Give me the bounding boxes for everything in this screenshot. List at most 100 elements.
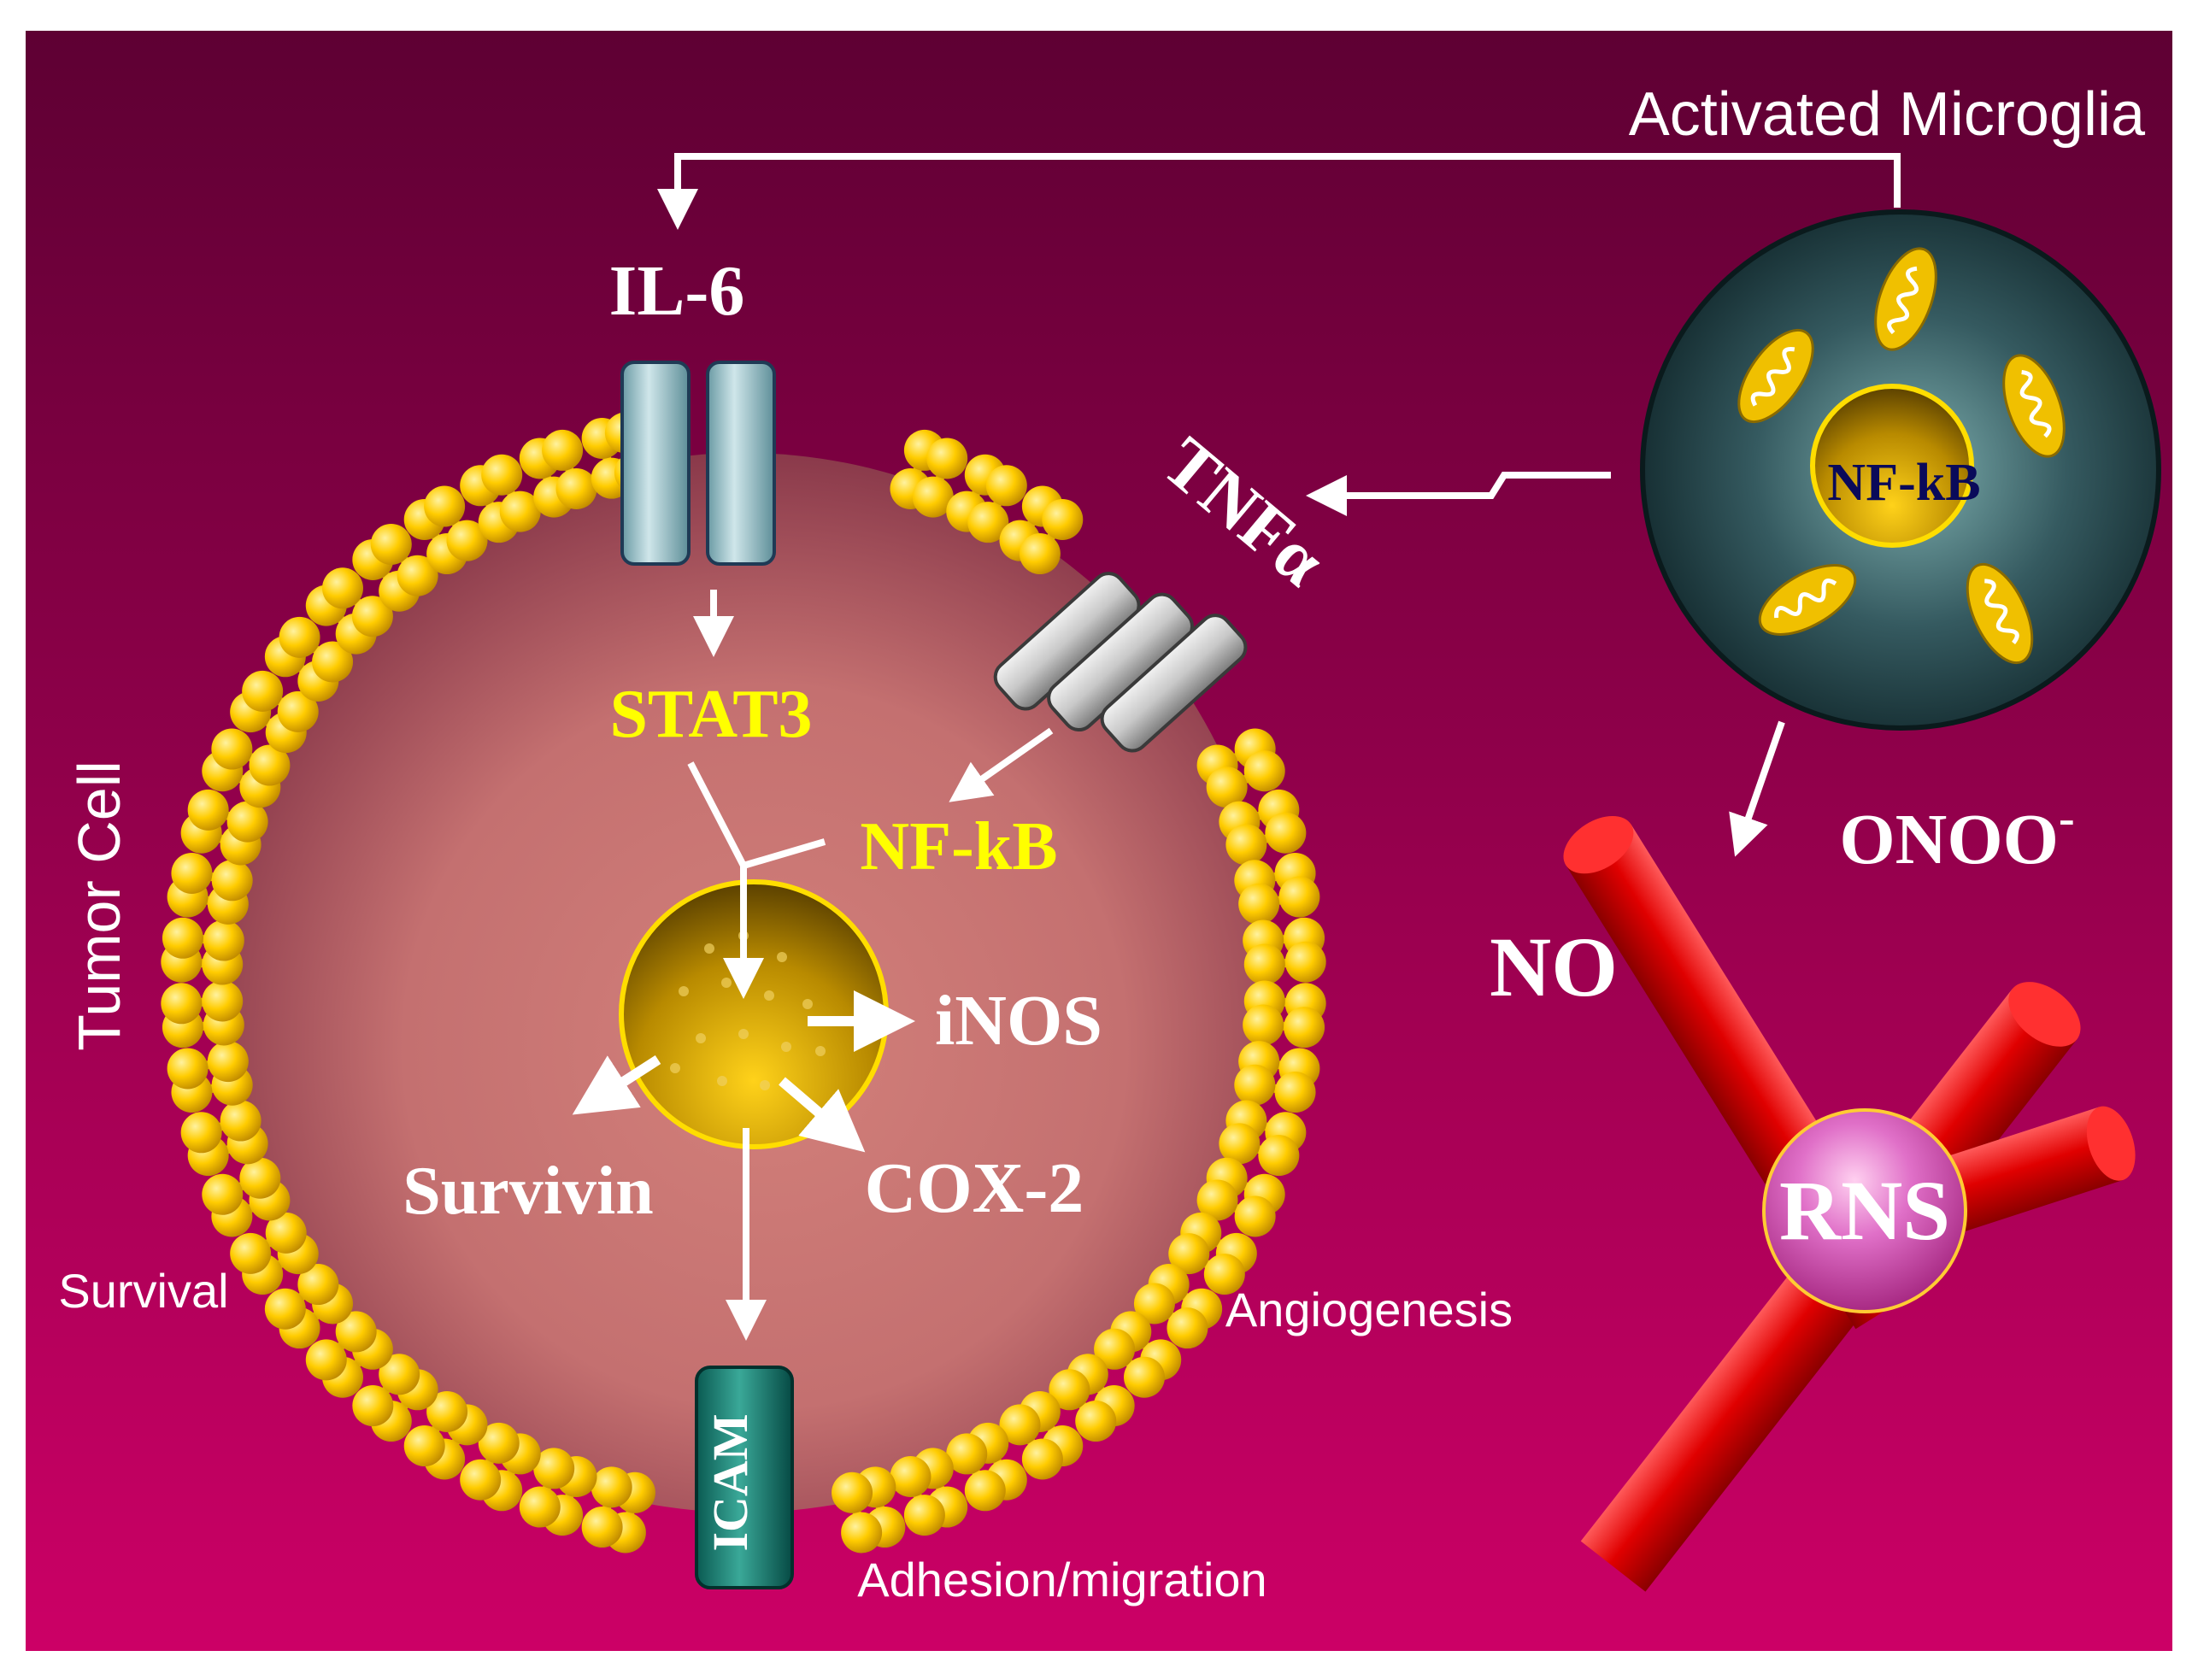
lipid-head <box>1021 1438 1063 1480</box>
lipid-head <box>207 1041 249 1083</box>
lipid-head <box>202 1173 244 1215</box>
lipid-head <box>1019 533 1061 575</box>
microglia-to-no-arrow <box>1729 720 1785 857</box>
lipid-head <box>211 728 253 770</box>
il6-label: IL-6 <box>609 251 745 331</box>
lipid-head <box>999 1404 1041 1446</box>
tumor-cell-nucleus <box>619 879 889 1149</box>
rns-label: RNS <box>1779 1163 1950 1258</box>
nucleus-speckle <box>815 1046 826 1056</box>
lipid-head <box>446 520 488 561</box>
nucleus-speckle <box>738 1029 749 1039</box>
lipid-head <box>379 1354 420 1395</box>
lipid-head <box>460 1459 502 1501</box>
mitochondrion <box>1758 564 1857 636</box>
nucleus-speckle <box>696 1033 706 1043</box>
cox2-label: COX-2 <box>865 1148 1084 1228</box>
lipid-head <box>279 616 320 658</box>
onoo-text: ONOO <box>1839 800 2059 879</box>
il6-receptor <box>620 361 776 566</box>
nucleus-to-survivin-arrow <box>572 1054 661 1115</box>
tnf-to-nfkb-arrow <box>949 727 1054 802</box>
lipid-head <box>832 1471 873 1513</box>
lipid-head <box>841 1512 883 1554</box>
adhesion-migration-label: Adhesion/migration <box>857 1553 1266 1607</box>
lipid-head <box>1196 1179 1238 1221</box>
lipid-head <box>277 690 319 732</box>
mitochondrion <box>2002 354 2066 458</box>
lipid-head <box>1274 1072 1316 1113</box>
rns-sphere <box>1762 1108 1967 1313</box>
lipid-head <box>403 1425 445 1467</box>
lipid-head <box>397 555 438 596</box>
lipid-head <box>481 454 523 496</box>
lipid-head <box>370 523 412 565</box>
lipid-bilayer-membrane <box>161 412 1326 1554</box>
lipid-head <box>426 1390 468 1432</box>
activated-microglia-cell <box>1640 209 2161 731</box>
lipid-head <box>226 801 268 843</box>
lipid-head <box>1234 1064 1276 1106</box>
no-label: NO <box>1490 919 1618 1014</box>
lipid-head <box>1238 883 1280 925</box>
icam-label: ICAM <box>702 1413 758 1551</box>
lipid-head <box>542 429 584 471</box>
lipid-head <box>424 485 466 527</box>
nucleus-speckle <box>717 1076 727 1086</box>
lipid-head <box>1284 941 1326 983</box>
lipid-head <box>591 1466 632 1508</box>
lipid-head <box>335 1311 377 1353</box>
lipid-head <box>312 641 354 683</box>
nucleus-speckle <box>704 943 714 954</box>
nucleus-speckle <box>802 999 813 1009</box>
angiogenesis-label: Angiogenesis <box>1225 1283 1513 1336</box>
lipid-head <box>903 1495 945 1536</box>
lipid-head <box>1243 750 1285 792</box>
lipid-head <box>161 983 203 1025</box>
tumor-cell-label: Tumor Cell <box>66 761 132 1051</box>
lipid-head <box>167 1048 209 1090</box>
lipid-head <box>555 467 597 509</box>
lipid-head <box>321 567 363 609</box>
tnf-receptor <box>993 572 1248 753</box>
mitochondrion <box>1966 562 2034 665</box>
lipid-head <box>1049 1369 1090 1411</box>
nfkb-join-line <box>742 838 826 869</box>
onoo-charge: - <box>2059 792 2075 845</box>
lipid-head <box>305 1339 347 1381</box>
microglia-nfkb-label: NF-kB <box>1827 454 1980 512</box>
lipid-head <box>1167 1307 1208 1349</box>
activated-microglia-label: Activated Microglia <box>1629 80 2146 149</box>
nucleus-to-cox2-arrow <box>779 1077 866 1153</box>
lipid-head <box>1124 1356 1166 1398</box>
lipid-head <box>1278 876 1320 918</box>
lipid-head <box>912 476 954 518</box>
survivin-label: Survivin <box>403 1154 653 1229</box>
nucleus-speckle <box>670 1063 680 1073</box>
lipid-head <box>187 789 229 831</box>
lipid-head <box>499 490 541 532</box>
mitochondrion <box>1737 328 1814 424</box>
lipid-head <box>162 917 203 959</box>
arrows <box>572 153 1901 1341</box>
inos-label: iNOS <box>935 981 1102 1060</box>
lipid-head <box>1243 943 1285 985</box>
lipid-head <box>1203 1254 1245 1295</box>
lipid-head <box>581 1507 623 1548</box>
lipid-head <box>985 465 1027 507</box>
lipid-head <box>264 1288 306 1330</box>
lipid-head <box>1284 1007 1325 1049</box>
lipid-head <box>1042 498 1084 540</box>
lipid-head <box>964 1470 1006 1512</box>
lipid-head <box>1094 1328 1136 1370</box>
lipid-head <box>1219 1123 1261 1165</box>
lipid-head <box>202 980 244 1022</box>
mitochondria <box>1737 247 2066 665</box>
lipid-head <box>265 1212 307 1254</box>
mitochondrion <box>1874 247 1937 351</box>
lipid-head <box>1243 1004 1284 1046</box>
lipid-head <box>220 1100 262 1142</box>
nucleus-speckle <box>679 986 689 996</box>
lipid-head <box>203 919 244 961</box>
lipid-head <box>297 1264 339 1306</box>
